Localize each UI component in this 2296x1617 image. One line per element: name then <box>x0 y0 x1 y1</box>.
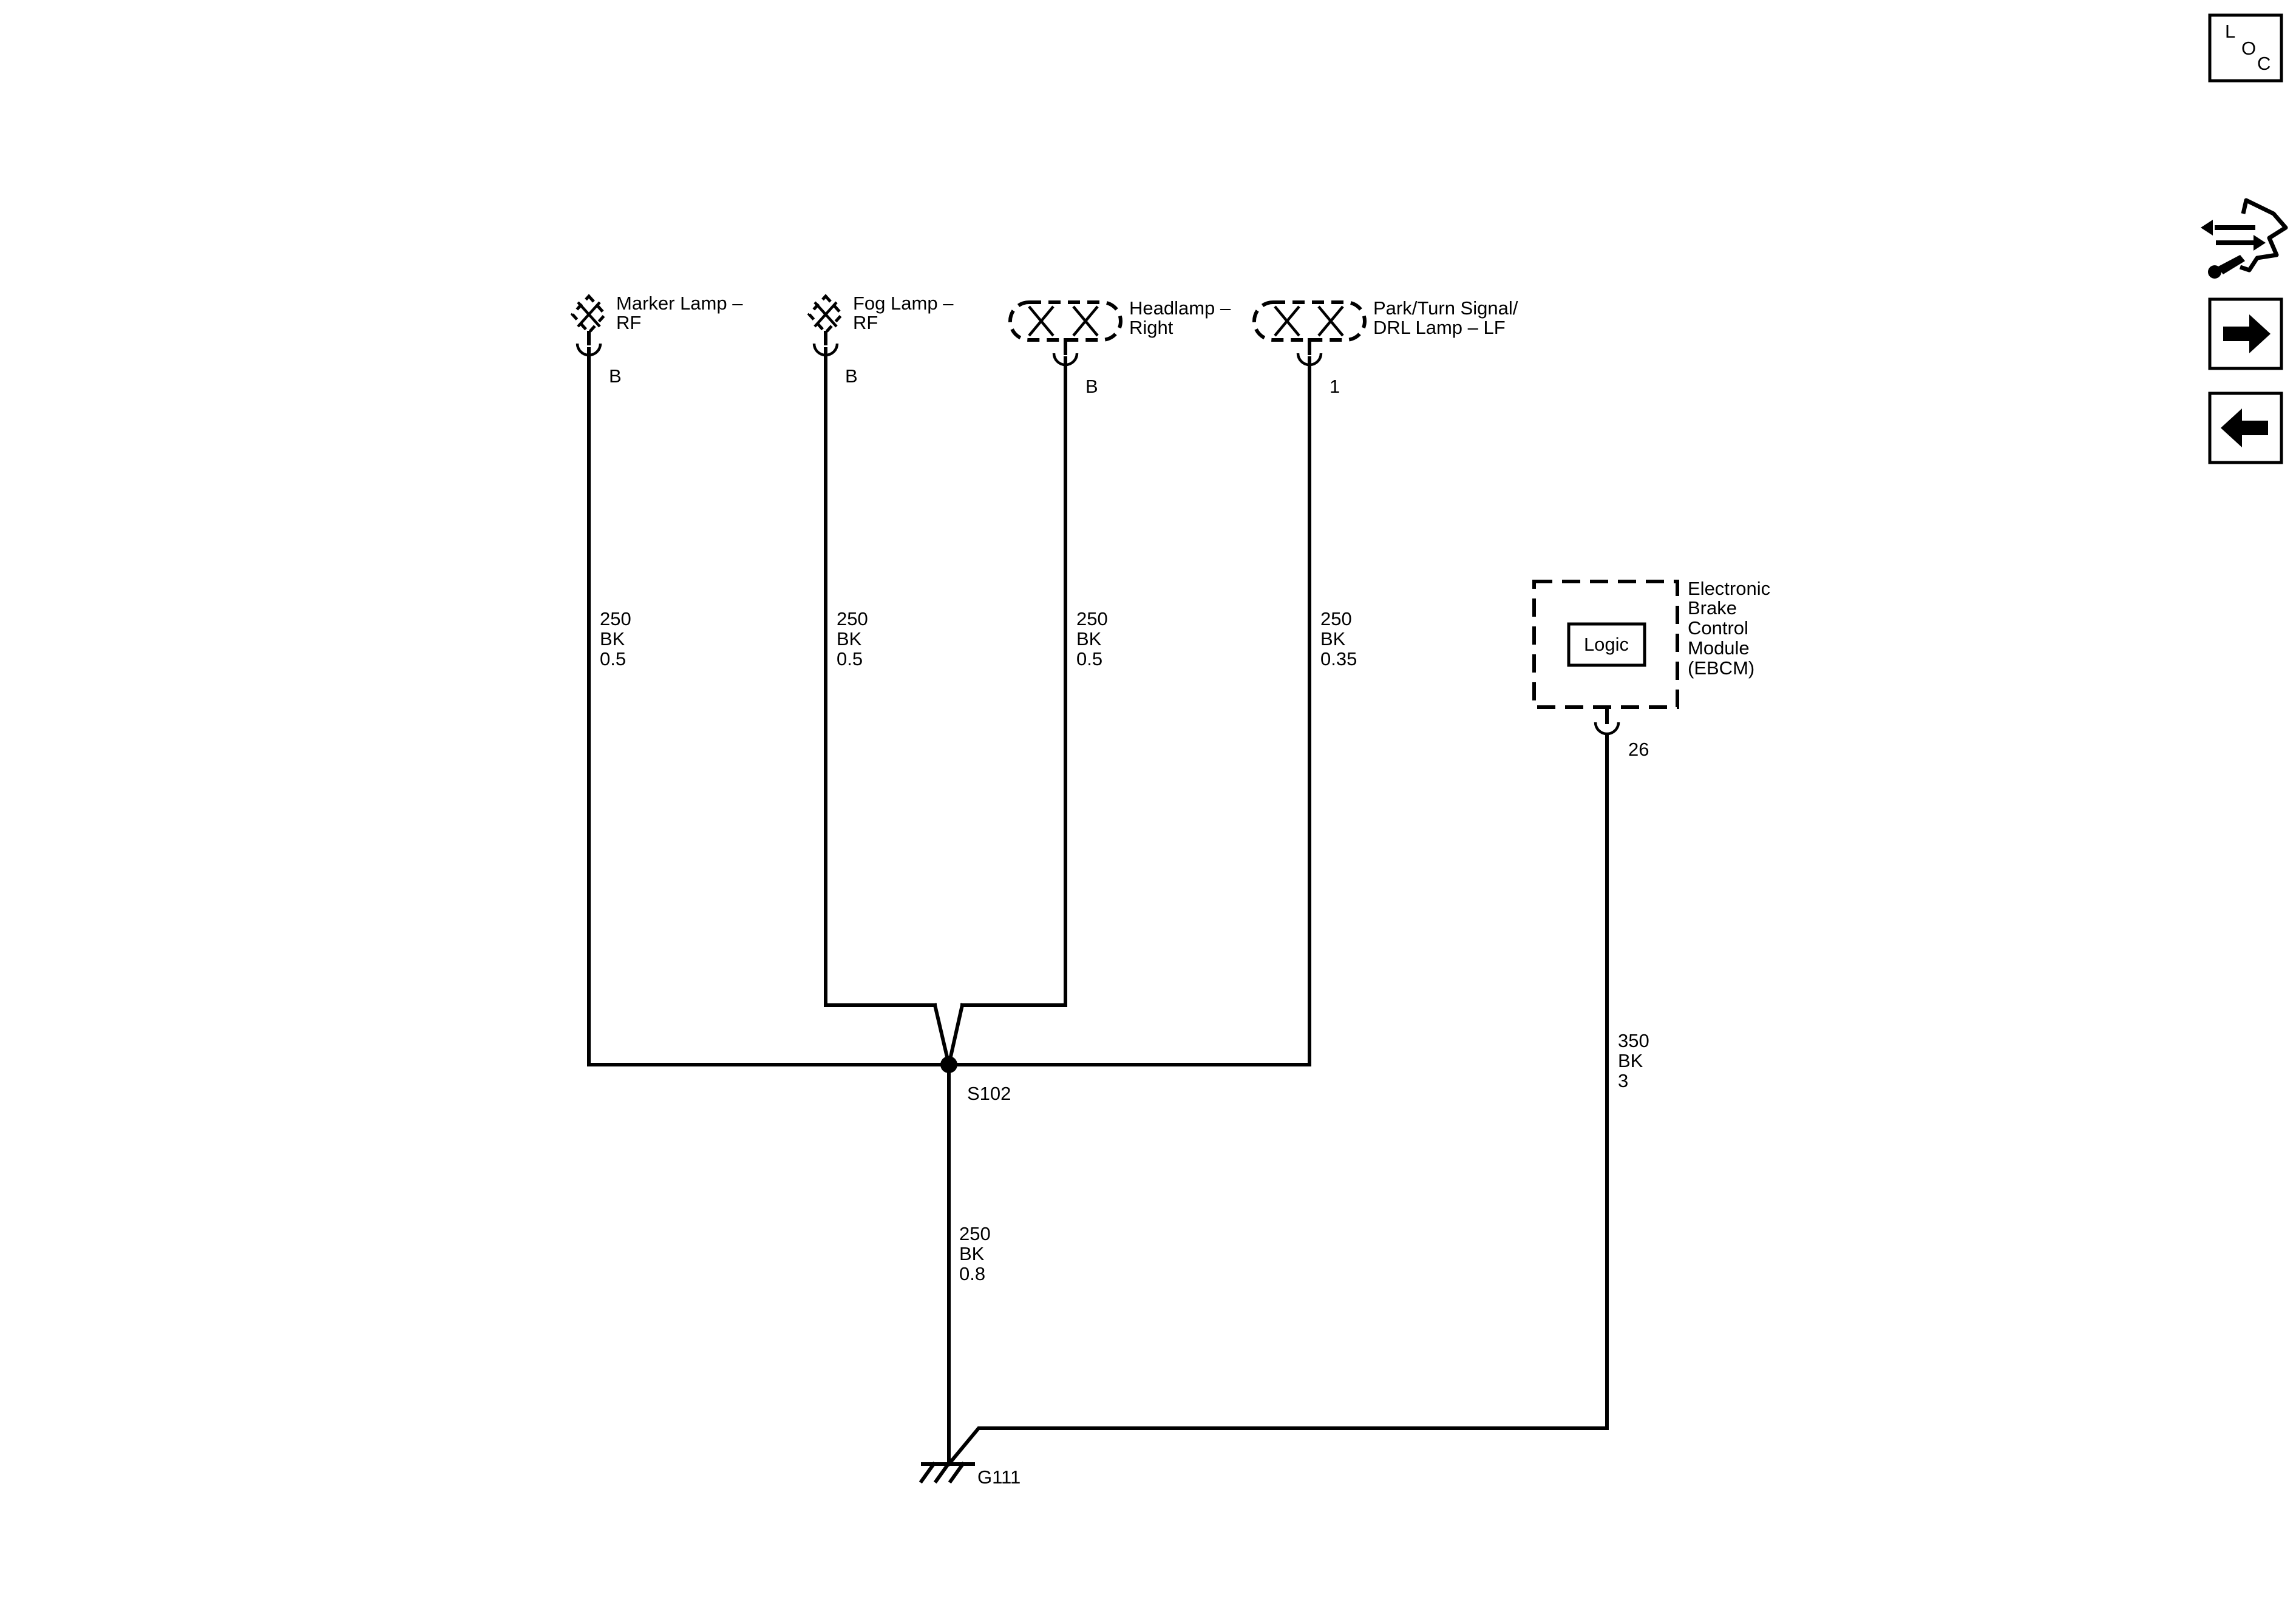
marker-lamp-location: RF <box>616 312 641 333</box>
fog-lamp-icon <box>807 294 844 357</box>
wire-label-ebcm-ground: 350 BK 3 <box>1618 1030 1649 1091</box>
splice-s102-dot <box>940 1056 957 1073</box>
wire-splice-gauge: 0.8 <box>959 1263 985 1284</box>
wire-park-color: BK <box>1320 628 1346 649</box>
wire-fog-circuit: 250 <box>837 608 868 629</box>
wire-park-gauge: 0.35 <box>1320 648 1357 670</box>
arrow-right-icon <box>2223 314 2271 353</box>
wire-marker-gauge: 0.5 <box>600 648 626 670</box>
ebcm-pin: 26 <box>1628 739 1649 760</box>
wire-ebcm-color: BK <box>1618 1050 1643 1071</box>
marker-lamp-pin: B <box>609 365 622 387</box>
wire-marker-circuit: 250 <box>600 608 631 629</box>
wire-fog-lamp <box>824 347 937 1007</box>
wire-ebcm-circuit: 350 <box>1618 1030 1649 1051</box>
ebcm-module: Logic <box>1532 580 1679 736</box>
headlamp-pin: B <box>1085 376 1098 397</box>
wire-marker-color: BK <box>600 628 625 649</box>
fog-lamp-pin: B <box>845 365 858 387</box>
loc-letter-o: O <box>2241 38 2256 59</box>
wire-fog-color: BK <box>837 628 862 649</box>
marker-lamp-name: Marker Lamp – <box>616 293 743 314</box>
next-page-button[interactable] <box>2208 297 2283 370</box>
ebcm-name-line-5: (EBCM) <box>1688 657 1754 679</box>
wire-headlamp-color: BK <box>1076 628 1102 649</box>
wire-splice-circuit: 250 <box>959 1223 991 1244</box>
ebcm-name-line-4: Module <box>1688 637 1750 659</box>
headlamp-icon <box>1008 300 1123 367</box>
wire-headlamp-circuit: 250 <box>1076 608 1108 629</box>
wire-ebcm-gauge: 3 <box>1618 1070 1628 1091</box>
splice-label: S102 <box>967 1083 1011 1104</box>
ebcm-name: Electronic Brake Control Module (EBCM) <box>1688 578 1770 679</box>
wire-label-marker: 250 BK 0.5 <box>600 608 631 670</box>
wire-headlamp-gauge: 0.5 <box>1076 648 1102 670</box>
ground-symbol-icon <box>919 1461 975 1484</box>
wire-park-circuit: 250 <box>1320 608 1352 629</box>
ground-label: G111 <box>977 1466 1021 1488</box>
fog-lamp-location: RF <box>853 312 878 333</box>
wrench-connector-icon[interactable] <box>2201 198 2288 279</box>
fog-lamp-name: Fog Lamp – <box>853 293 954 314</box>
ebcm-name-line-2: Brake <box>1688 597 1737 619</box>
headlamp-location: Right <box>1129 317 1173 338</box>
ebcm-logic-label: Logic <box>1584 634 1629 655</box>
headlamp-name: Headlamp – <box>1129 297 1231 319</box>
loc-letter-l: L <box>2225 21 2235 42</box>
wire-label-park: 250 BK 0.35 <box>1320 608 1357 670</box>
park-turn-lamp-name: Park/Turn Signal/ <box>1373 297 1518 319</box>
park-turn-lamp-pin: 1 <box>1330 376 1340 397</box>
wire-label-splice-to-ground: 250 BK 0.8 <box>959 1223 991 1284</box>
wire-ebcm-ground <box>946 733 1609 1467</box>
wire-label-headlamp: 250 BK 0.5 <box>1076 608 1108 670</box>
park-turn-lamp-icon <box>1252 300 1367 367</box>
ebcm-name-line-1: Electronic <box>1688 578 1770 599</box>
loc-letter-c: C <box>2257 53 2271 74</box>
wire-splice-color: BK <box>959 1243 985 1264</box>
ebcm-name-line-3: Control <box>1688 617 1748 639</box>
wire-label-fog: 250 BK 0.5 <box>837 608 868 670</box>
prev-page-button[interactable] <box>2208 392 2283 464</box>
park-turn-lamp-location: DRL Lamp – LF <box>1373 317 1506 338</box>
marker-lamp-icon <box>570 294 608 357</box>
arrow-left-icon <box>2221 408 2268 447</box>
wire-fog-gauge: 0.5 <box>837 648 863 670</box>
loc-button[interactable]: L O C <box>2208 13 2283 83</box>
wire-headlamp <box>960 356 1067 1007</box>
wire-bus-s102 <box>587 1003 1311 1066</box>
